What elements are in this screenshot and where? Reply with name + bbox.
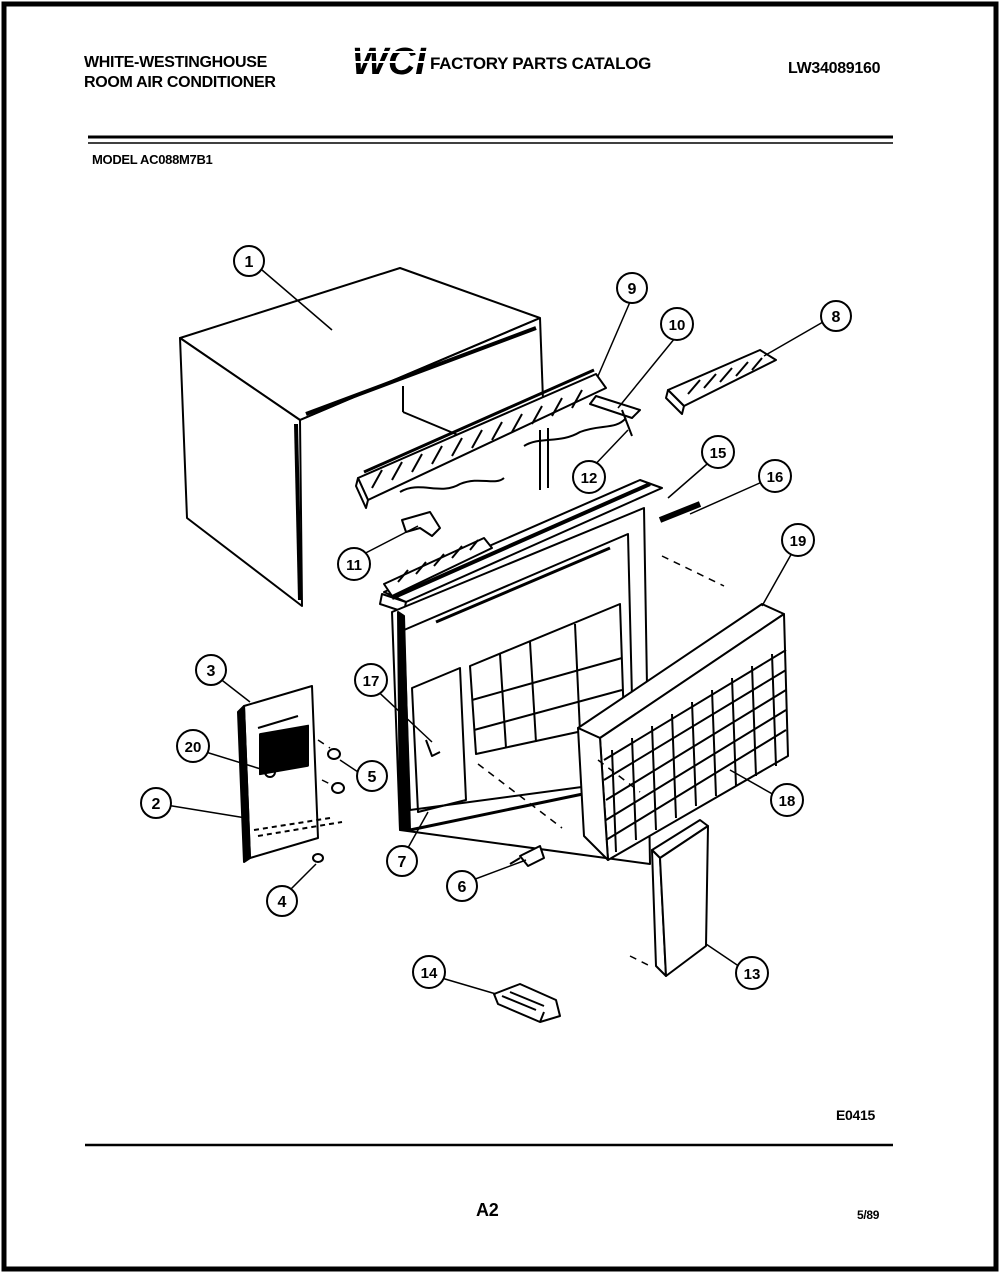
callout-17: 17	[354, 663, 388, 697]
callout-19: 19	[781, 523, 815, 557]
callout-10: 10	[660, 307, 694, 341]
control-panel	[237, 685, 343, 863]
cabinet-wrapper	[179, 267, 544, 607]
svg-text:4: 4	[278, 894, 287, 911]
page-label: A2	[476, 1200, 499, 1220]
svg-text:1: 1	[245, 254, 254, 271]
svg-text:8: 8	[832, 309, 841, 326]
svg-text:18: 18	[779, 793, 796, 810]
svg-text:2: 2	[152, 796, 161, 813]
document-number: LW34089160	[788, 60, 881, 77]
callout-15: 15	[701, 435, 735, 469]
svg-text:3: 3	[207, 663, 216, 680]
callout-12: 12	[572, 460, 606, 494]
callout-16: 16	[758, 459, 792, 493]
callout-2: 2	[140, 787, 172, 819]
revision-date: 5/89	[857, 1208, 880, 1222]
brand-line-2: ROOM AIR CONDITIONER	[84, 74, 276, 91]
callout-9: 9	[616, 272, 648, 304]
wci-logo-text: WCI	[352, 41, 427, 80]
callout-14: 14	[412, 955, 446, 989]
wci-logo: WCI	[350, 41, 428, 80]
callout-6: 6	[446, 870, 478, 902]
svg-text:10: 10	[669, 317, 686, 334]
callout-8: 8	[820, 300, 852, 332]
svg-text:5: 5	[368, 769, 377, 786]
svg-text:20: 20	[185, 739, 202, 756]
svg-text:9: 9	[628, 281, 637, 298]
svg-text:15: 15	[710, 445, 727, 462]
callout-18: 18	[770, 783, 804, 817]
callout-3: 3	[195, 654, 227, 686]
knobs-5	[327, 748, 345, 794]
front-grille	[577, 603, 789, 861]
assembly-guides	[317, 555, 725, 967]
callout-7: 7	[386, 845, 418, 877]
svg-text:13: 13	[744, 966, 761, 983]
air-deflector-8	[665, 349, 777, 415]
svg-text:19: 19	[790, 533, 807, 550]
figure-code: E0415	[836, 1107, 875, 1123]
cord-clip-14	[493, 983, 561, 1023]
callout-4: 4	[266, 885, 298, 917]
svg-text:14: 14	[421, 965, 438, 982]
bar-16-left	[383, 537, 493, 597]
callout-11: 11	[337, 547, 371, 581]
svg-text:7: 7	[398, 854, 407, 871]
svg-text:12: 12	[581, 470, 598, 487]
callout-5: 5	[356, 760, 388, 792]
screw-17	[425, 739, 441, 757]
callout-1: 1	[233, 245, 265, 277]
svg-text:17: 17	[363, 673, 380, 690]
screw-6	[509, 845, 545, 867]
screw-4	[312, 853, 324, 863]
svg-text:11: 11	[346, 557, 362, 574]
louver-assembly	[355, 368, 607, 509]
svg-text:16: 16	[767, 469, 784, 486]
svg-text:6: 6	[458, 879, 467, 896]
filter-door-13	[651, 819, 709, 977]
model-label: MODEL AC088M7B1	[92, 152, 213, 167]
brand-line-1: WHITE-WESTINGHOUSE	[84, 54, 268, 71]
bracket-10	[523, 395, 641, 447]
callout-20: 20	[176, 729, 210, 763]
callout-13: 13	[735, 956, 769, 990]
catalog-title: FACTORY PARTS CATALOG	[430, 54, 652, 73]
